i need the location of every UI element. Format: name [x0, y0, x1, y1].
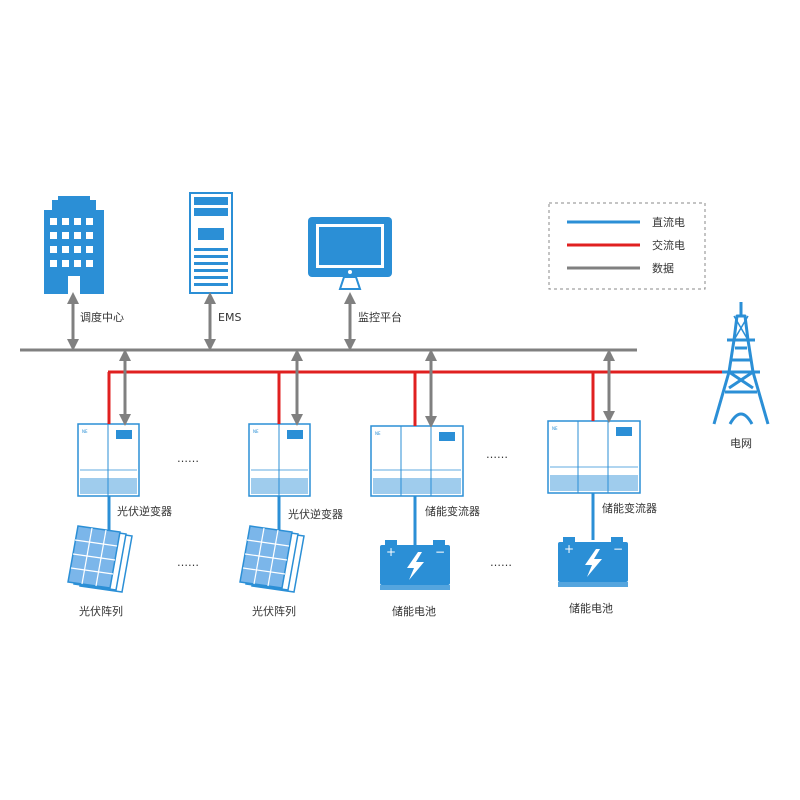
svg-text:NE: NE	[253, 429, 259, 434]
server-rack-icon	[189, 192, 233, 294]
svg-text:NE: NE	[82, 429, 88, 434]
ellipsis: ……	[486, 448, 508, 461]
source-label: 光伏阵列	[252, 604, 296, 618]
grid-label: 电网	[730, 437, 752, 450]
legend: 直流电 交流电 数据	[548, 202, 706, 290]
inverter-cabinet-icon: NE	[547, 420, 641, 494]
battery-icon: + −	[380, 540, 450, 590]
converter-label: 储能变流器	[602, 501, 657, 515]
source-label: 储能电池	[392, 604, 436, 618]
svg-text:+: +	[386, 545, 396, 559]
svg-text:NE: NE	[375, 431, 381, 436]
ems-label: EMS	[218, 311, 241, 324]
transmission-tower-icon	[712, 302, 770, 425]
ellipsis: ……	[490, 556, 512, 569]
solar-panel-icon	[239, 525, 305, 593]
legend-ac-label: 交流电	[652, 238, 685, 252]
battery-icon: + −	[558, 537, 628, 587]
monitor-icon	[308, 217, 392, 290]
converter-label: 光伏逆变器	[117, 504, 172, 518]
legend-data-label: 数据	[652, 261, 674, 275]
inverter-cabinet-icon: NE	[77, 423, 140, 497]
svg-text:NE: NE	[552, 426, 558, 431]
source-label: 储能电池	[569, 601, 613, 615]
svg-text:−: −	[435, 545, 445, 559]
svg-text:+: +	[564, 542, 574, 556]
dispatch-label: 调度中心	[80, 310, 124, 324]
svg-text:−: −	[613, 542, 623, 556]
solar-panel-icon	[67, 525, 133, 593]
monitor-label: 监控平台	[358, 310, 402, 324]
legend-dc-label: 直流电	[652, 215, 685, 229]
inverter-cabinet-icon: NE	[248, 423, 311, 497]
ellipsis: ……	[177, 556, 199, 569]
converter-label: 储能变流器	[425, 504, 480, 518]
source-label: 光伏阵列	[79, 604, 123, 618]
converter-label: 光伏逆变器	[288, 507, 343, 521]
ellipsis: ……	[177, 452, 199, 465]
inverter-cabinet-icon: NE	[370, 425, 464, 497]
building-icon	[44, 196, 104, 294]
